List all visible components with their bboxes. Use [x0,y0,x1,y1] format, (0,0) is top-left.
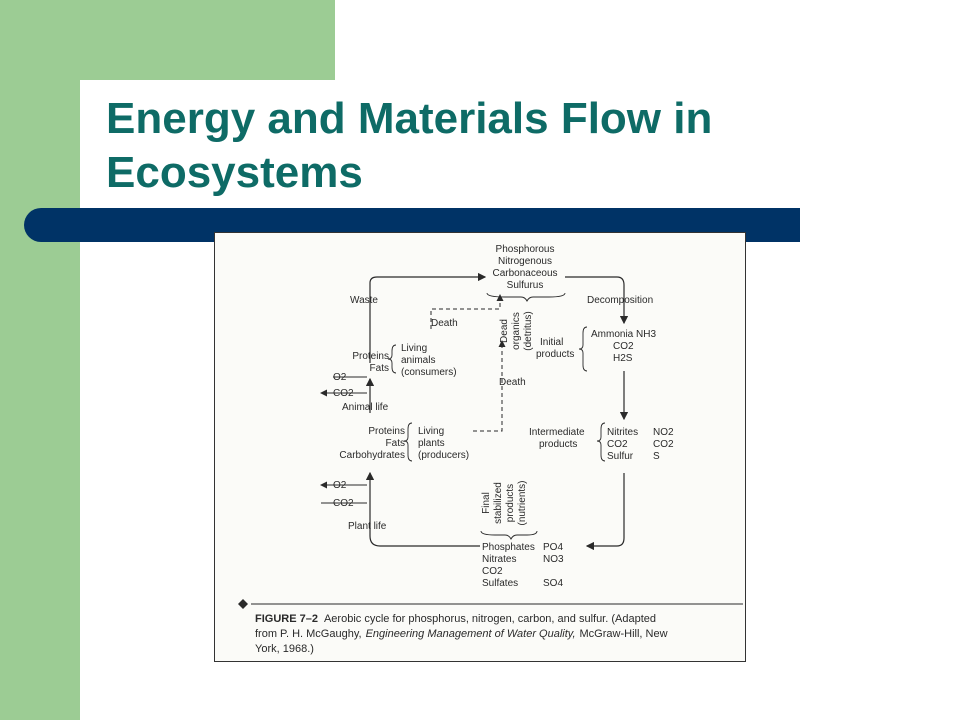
living-plants-label: plants [418,438,445,449]
figure-caption-book: Engineering Management of Water Quality, [366,628,576,640]
final-arrow [585,473,625,551]
top-list-item: Phosphorous [496,244,555,255]
living-animals-label: animals [401,355,435,366]
green-header-block [0,0,335,80]
intermediate-formula: S [653,451,660,462]
final-formula: SO4 [543,578,563,589]
green-sidebar [0,0,80,720]
animal-products-item: Fats [370,363,389,374]
final-formula: NO3 [543,554,564,565]
intermediate-products-label: Intermediate [529,427,585,438]
final-stabilized-label: stabilized [493,482,504,524]
plant-brace [403,422,413,462]
dead-organics-label: Dead [499,319,510,343]
living-animals-label: (consumers) [401,367,457,378]
figure-caption-text: from P. H. McGaughy, [255,628,362,640]
waste-arrow [369,272,487,363]
final-stabilized-label: Final [481,492,492,514]
animal-o2-label: O2 [333,372,347,383]
slide-title: Energy and Materials Flow in Ecosystems [106,94,713,197]
plant-products-item: Fats [386,438,405,449]
initial-list-item: H2S [613,353,633,364]
intermediate-formula: CO2 [653,439,674,450]
waste-label: Waste [350,295,378,306]
final-list-item: Phosphates [482,542,535,553]
nutrient-uptake-arrow [365,471,480,547]
initial-list-item: Ammonia NH3 [591,329,656,340]
intermediate-list-item: CO2 [607,439,628,450]
final-list-item: Sulfates [482,578,518,589]
animal-co2-label: CO2 [333,388,354,399]
living-animals-label: Living [401,343,427,354]
intermediate-list-item: Nitrites [607,427,638,438]
animal-brace [387,344,397,374]
final-stabilized-label: (nutrients) [517,480,528,525]
final-formula: PO4 [543,542,563,553]
animal-death-dashed-arrow [430,294,504,329]
plant-life-label: Plant life [348,521,387,532]
initial-products-label: Initial [540,337,563,348]
living-plants-label: Living [418,426,444,437]
final-brace [480,530,538,541]
decomposition-arrow [565,276,629,325]
top-list-item: Carbonaceous [492,268,557,279]
figure-caption-line: FIGURE 7–2 Aerobic cycle for phosphorus, … [255,613,656,625]
final-list-item: CO2 [482,566,503,577]
initial-list-item: CO2 [613,341,634,352]
intermediate-formula: NO2 [653,427,674,438]
death-label-mid: Death [499,377,526,388]
death-label-top: Death [431,318,458,329]
final-list-item: Nitrates [482,554,516,565]
figure-caption-text: McGraw-Hill, New [580,628,668,640]
dead-organics-label: (detritus) [523,311,534,350]
plant-products-item: Proteins [368,426,405,437]
animal-products-item: Proteins [352,351,389,362]
intermediate-products-label: products [539,439,577,450]
top-brace [486,292,566,303]
cycle-diagram: Phosphorous Nitrogenous Carbonaceous Sul… [238,244,743,655]
figure-caption-label: FIGURE 7–2 [255,613,318,625]
plant-products-item: Carbohydrates [339,450,405,461]
figure-caption-text: Aerobic cycle for phosphorus, nitrogen, … [324,613,656,625]
living-plants-label: (producers) [418,450,469,461]
animal-life-label: Animal life [342,402,389,413]
plant-o2-label: O2 [333,480,347,491]
caption-diamond-icon [238,599,248,609]
top-list-item: Sulfurus [507,280,544,291]
figure-image: Phosphorous Nitrogenous Carbonaceous Sul… [214,232,746,662]
decomposition-label: Decomposition [587,295,653,306]
plant-co2-label: CO2 [333,498,354,509]
initial-brace [578,326,588,372]
figure-caption-line: from P. H. McGaughy, Engineering Manageme… [255,628,668,640]
dead-organics-label: organics [511,312,522,350]
intermediate-brace [596,422,606,462]
figure-caption-text: York, 1968.) [255,643,314,655]
plant-death-dashed-arrow [473,340,506,432]
final-stabilized-label: products [505,484,516,522]
initial-products-label: products [536,349,574,360]
intermediate-list-item: Sulfur [607,451,634,462]
top-list-item: Nitrogenous [498,256,552,267]
